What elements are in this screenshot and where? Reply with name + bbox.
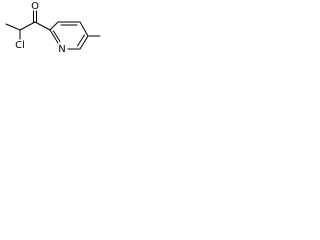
ring-bond-c6-c5 — [79, 35, 89, 50]
atom-label-nitrogen: N — [58, 44, 65, 55]
ring-bond-c2-n-inner — [53, 30, 61, 42]
ring-bond-c2-n — [49, 29, 59, 44]
molecule-structure: O Cl N — [5, 1, 101, 55]
atom-label-chlorine: Cl — [15, 40, 25, 51]
molecule-canvas: O Cl N — [0, 0, 106, 69]
ring-bond-c5-c4 — [79, 21, 89, 37]
ring-bond-c6-c5-inner — [77, 34, 85, 47]
bond-chc-carbonyl — [19, 21, 36, 31]
atom-label-oxygen: O — [31, 1, 39, 12]
bond-methyl-chc — [5, 23, 21, 31]
ring-bond-c3-c2 — [49, 21, 59, 31]
bond-carbonyl-ring — [34, 21, 51, 31]
atom-labels: O Cl N — [15, 1, 66, 55]
bonds — [5, 10, 101, 50]
